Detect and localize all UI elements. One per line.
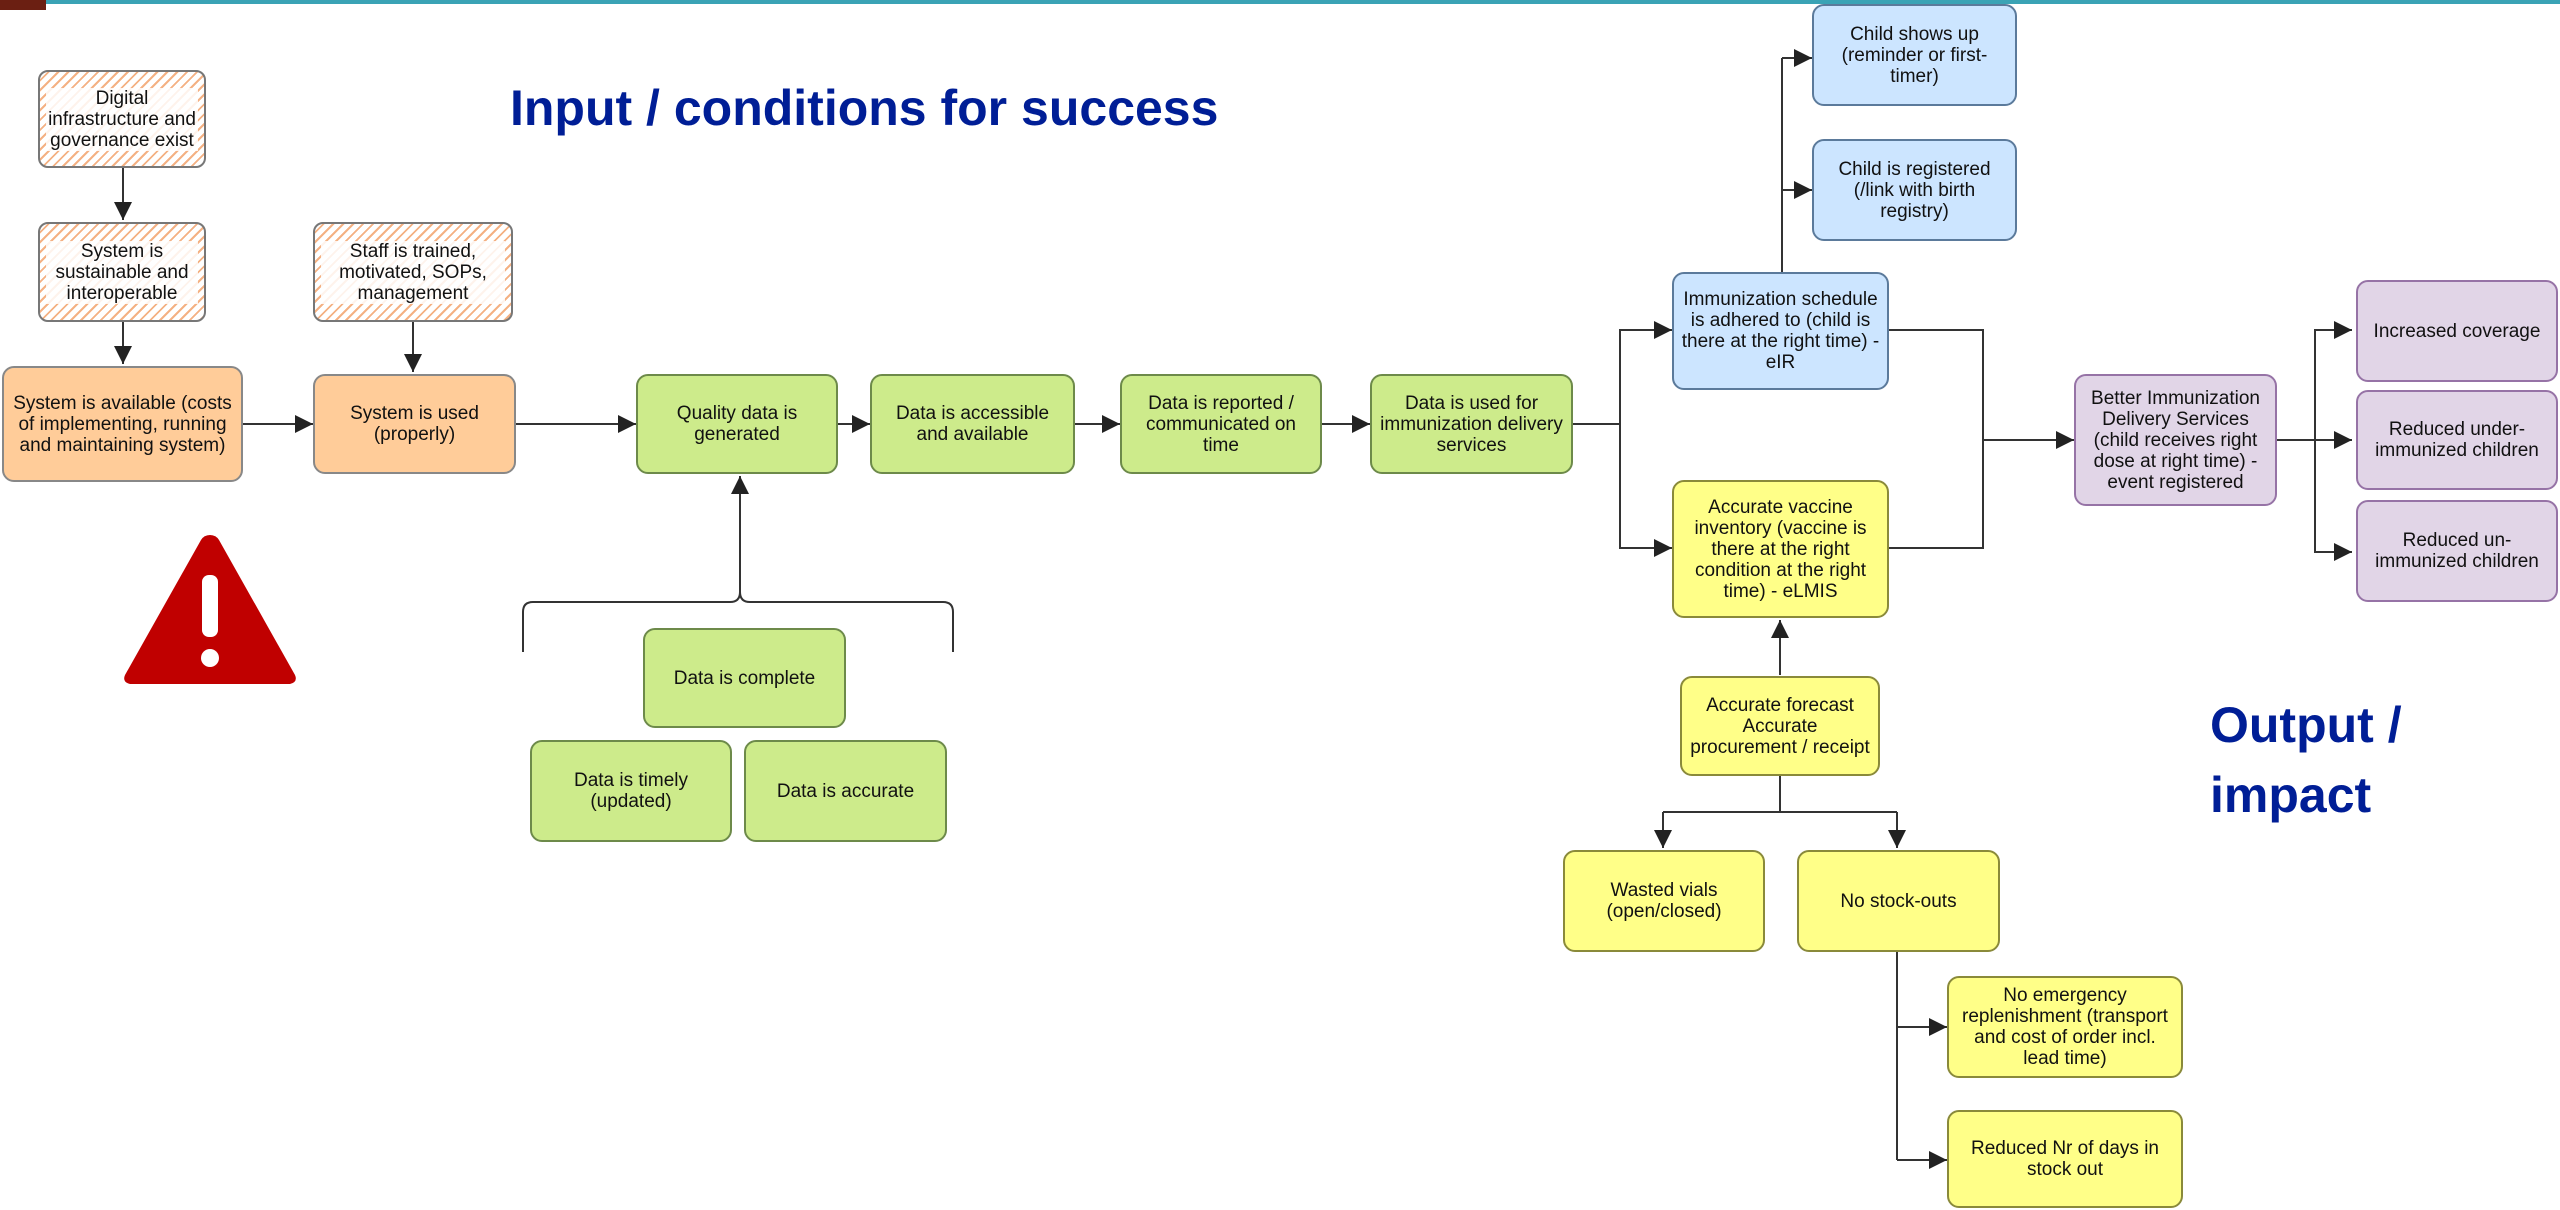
- node-data-timely: Data is timely (updated): [530, 740, 732, 842]
- arrow-to-un: [2314, 440, 2352, 561]
- node-no-emergency-replenishment: No emergency replenishment (transport an…: [1947, 976, 2183, 1078]
- line-inventory-to-merge: [1874, 440, 1984, 549]
- node-accurate-forecast: Accurate forecast Accurate procurement /…: [1680, 676, 1880, 776]
- node-child-shows-up: Child shows up (reminder or first-timer): [1812, 4, 2017, 106]
- node-reduced-un-immunized: Reduced un-immunized children: [2356, 500, 2558, 602]
- arrow-to-schedule: [1619, 321, 1672, 424]
- node-wasted-vials: Wasted vials (open/closed): [1563, 850, 1765, 952]
- node-data-used-for: Data is used for immunization delivery s…: [1370, 374, 1573, 474]
- node-quality-data: Quality data is generated: [636, 374, 838, 474]
- node-data-reported: Data is reported / communicated on time: [1120, 374, 1322, 474]
- node-data-accurate: Data is accurate: [744, 740, 947, 842]
- node-system-used: System is used (properly): [313, 374, 516, 474]
- node-digital-infrastructure: Digital infrastructure and governance ex…: [38, 70, 206, 168]
- arrow-to-coverage: [2314, 321, 2352, 440]
- top-accent-bar: [0, 0, 2560, 4]
- node-immunization-schedule: Immunization schedule is adhered to (chi…: [1672, 272, 1889, 390]
- node-no-stockouts: No stock-outs: [1797, 850, 2000, 952]
- corner-logo: [0, 0, 46, 10]
- node-reduced-under-immunized: Reduced under-immunized children: [2356, 390, 2558, 490]
- node-increased-coverage: Increased coverage: [2356, 280, 2558, 382]
- warning-triangle-icon: [124, 535, 296, 684]
- output-heading-line1: Output /: [2210, 697, 2402, 753]
- output-heading-line2: impact: [2210, 767, 2372, 823]
- input-heading: Input / conditions for success: [510, 80, 1219, 136]
- node-data-accessible: Data is accessible and available: [870, 374, 1075, 474]
- node-better-delivery-services: Better Immunization Delivery Services (c…: [2074, 374, 2277, 506]
- node-system-sustainable: System is sustainable and interoperable: [38, 222, 206, 322]
- arrow-to-inventory: [1619, 424, 1672, 557]
- node-child-registered: Child is registered (/link with birth re…: [1812, 139, 2017, 241]
- node-vaccine-inventory: Accurate vaccine inventory (vaccine is t…: [1672, 480, 1889, 618]
- node-data-complete: Data is complete: [643, 628, 846, 728]
- line-forecast-down: [1663, 775, 1897, 813]
- line-schedule-to-merge: [1889, 329, 1984, 440]
- node-system-available: System is available (costs of implementi…: [2, 366, 243, 482]
- node-reduced-days-stockout: Reduced Nr of days in stock out: [1947, 1110, 2183, 1208]
- node-staff-trained: Staff is trained, motivated, SOPs, manag…: [313, 222, 513, 322]
